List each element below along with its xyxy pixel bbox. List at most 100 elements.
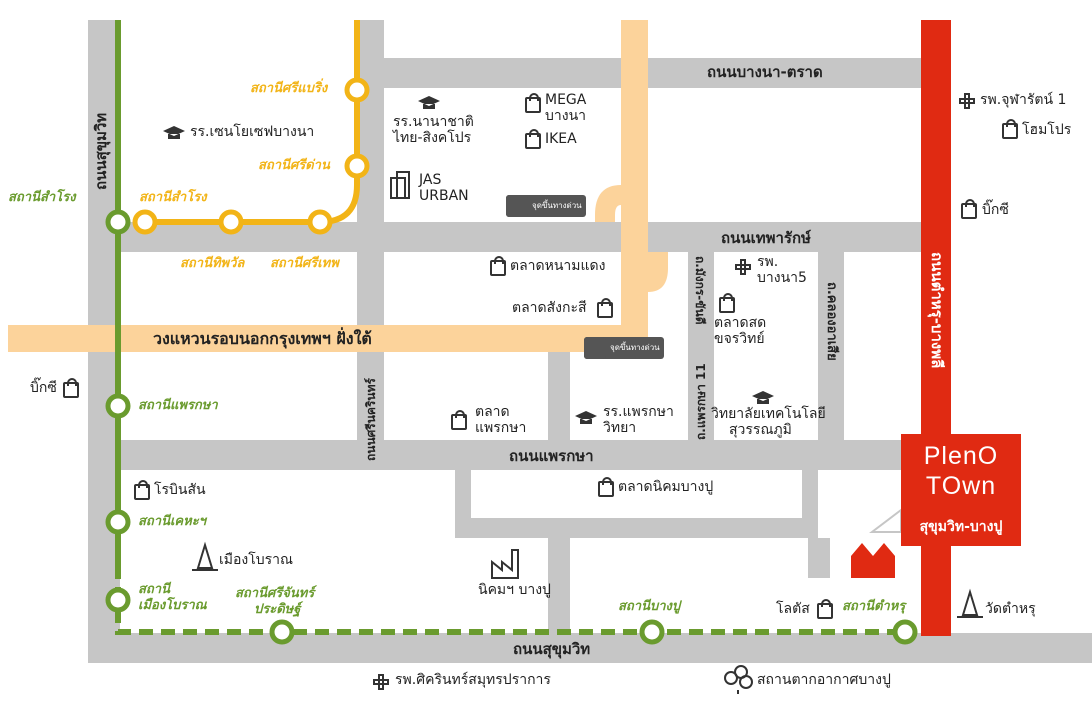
station-si-dan [344,153,370,179]
expressway-marker: จุดขึ้นทางด่วน [584,337,664,359]
road-label-srinakarin: ถนนศรีนครินทร์ [364,378,378,461]
house-icon [851,543,895,578]
graduation-cap-icon [163,126,185,139]
road-label-sukhumvit-left: ถนนสุขุมวิท [92,112,110,190]
label-talad-phraeksa-2: แพรกษา [475,420,527,436]
callout-pointer [869,507,902,533]
station-label-si-thep: สถานีศรีเทพ [270,256,339,271]
road-phraeksa [88,440,921,470]
station-label-yellow-samrong: สถานีสำโรง [139,190,207,205]
road-nikhom [548,538,570,633]
school-icons [163,96,774,424]
label-hosp-chularat: รพ.จุฬารัตน์ 1 [980,92,1067,108]
shopping-bag-icon [1002,119,1018,139]
label-college-2: สุวรรณภูมิ [729,422,792,438]
tree-icon [724,665,753,694]
label-mega-2: บางนา [545,108,587,124]
label-college-1: วิทยาลัยเทคโนโลยี [711,406,826,422]
road-khlong-sia [818,252,844,442]
label-jas-2: URBAN [419,188,469,204]
shopping-bag-icon [817,599,833,619]
road-label-mangkorn: ถ.มังกร-ขันดี [693,256,707,325]
shopping-bag-icon [525,129,541,149]
shopping-bag-icon [134,480,150,500]
station-si-iam [344,77,370,103]
station-label-srichan-2: ประดิษฐ์ [254,602,301,617]
label-muang-boran: เมืองโบราณ [219,552,294,568]
label-talad-nam-daeng: ตลาดหนามแดง [510,258,606,274]
shopping-bag-icon [525,93,541,113]
shopping-bag-icon [63,378,79,398]
label-ikea: IKEA [545,131,577,147]
label-nikhom-bangpu: นิคมฯ บางปู [478,582,551,598]
road-mangkorn [688,252,714,442]
station-label-muang-boran-2: เมืองโบราณ [138,598,207,613]
label-hosp-sikarin: รพ.ศิครินทร์สมุทรปราการ [395,672,551,688]
label-robinson: โรบินสัน [154,482,206,498]
brand-tagline: สุขุมวิท-บางปู [919,519,1003,535]
station-label-srichan-1: สถานีศรีจันทร์ [235,586,315,601]
road-mid-stub [808,538,830,578]
hospital-icon [959,93,975,109]
station-thamru [892,619,918,645]
pleno-town-brand: PlenO TOwn สุขุมวิท-บางปู [901,434,1021,546]
hospital-icon [735,259,751,275]
label-school-thai-sing-1: รร.นานาชาติ [393,114,474,130]
expressway-label: จุดขึ้นทางด่วน [532,201,582,210]
label-bangpu-resort: สถานตากอากาศบางปู [757,672,891,688]
station-thipphawan [218,209,244,235]
ring-road-vertical [621,20,648,350]
graduation-cap-icon [752,391,774,404]
station-phraeksa [105,393,131,419]
label-school-phraeksa-1: รร.แพรกษา [603,404,674,420]
hospital-icon [373,674,389,690]
station-yellow-samrong [132,209,158,235]
temple-icon [957,588,983,618]
label-jas-1: JAS [419,172,442,188]
shopping-bag-icon [490,256,506,276]
station-label-phraeksa: สถานีแพรกษา [138,398,218,413]
ring-road-ramp-lower [648,252,668,292]
graduation-cap-icon [575,411,597,424]
label-school-phraeksa-2: วิทยา [603,420,637,436]
temple-icons [192,541,983,618]
road-label-bangna-trat: ถนนบางนา-ตราด [707,63,823,81]
label-bigc-right: บิ๊กซี [982,202,1009,218]
label-talad-kajorn-2: ขจรวิทย์ [714,331,765,347]
label-hosp-bangna5-1: รพ. [757,254,779,270]
shopping-bag-icon [961,199,977,219]
road-label-thamru-bangphli: ถนนตำหรุ-บางพลี [928,252,946,369]
expressway-icon [506,195,528,217]
station-label-si-dan: สถานีศรีด่าน [258,158,330,173]
ring-road-ramp-upper [595,185,621,222]
road-label-thepharak: ถนนเทพารักษ์ [721,229,811,247]
green-line [115,20,905,635]
brand-logo-line1: PlenO [923,442,999,470]
road-phraeksa-loop-bottom [455,518,818,538]
green-stations [105,209,918,645]
expressway-label: จุดขึ้นทางด่วน [610,343,660,352]
road-label-ring: วงแหวนรอบนอกกรุงเทพฯ ฝั่งใต้ [153,329,372,348]
road-label-phraeksa11: ถ.แพรกษา 11 [694,363,708,440]
label-talad-sangkasi: ตลาดสังกะสี [512,300,587,316]
expressway-marker: จุดขึ้นทางด่วน [506,195,586,217]
station-label-thipphawan: สถานีทิพวัล [180,256,245,271]
graduation-cap-icon [418,96,440,109]
station-bangpu [639,619,665,645]
label-mega-1: MEGA [545,92,587,108]
station-label-thamru: สถานีตำหรุ [842,599,906,614]
road-phraeksa-center [548,350,570,440]
brand-logo-line2: TOwn [925,472,997,500]
road-label-khlong-sia: ถ.คลองอาเสีย [824,282,839,361]
expressway-icon [584,337,606,359]
station-label-kheha: สถานีเคหะฯ [138,514,206,529]
station-label-si-iam: สถานีศรีแบริ่ง [250,81,328,96]
label-talad-nikhom: ตลาดนิคมบางปู [618,479,714,495]
station-srichan [269,619,295,645]
station-green-samrong [105,209,131,235]
station-kheha [105,509,131,535]
ring-road [8,20,668,352]
label-talad-phraeksa-1: ตลาด [475,404,510,420]
label-homepro: โฮมโปร [1022,122,1072,138]
